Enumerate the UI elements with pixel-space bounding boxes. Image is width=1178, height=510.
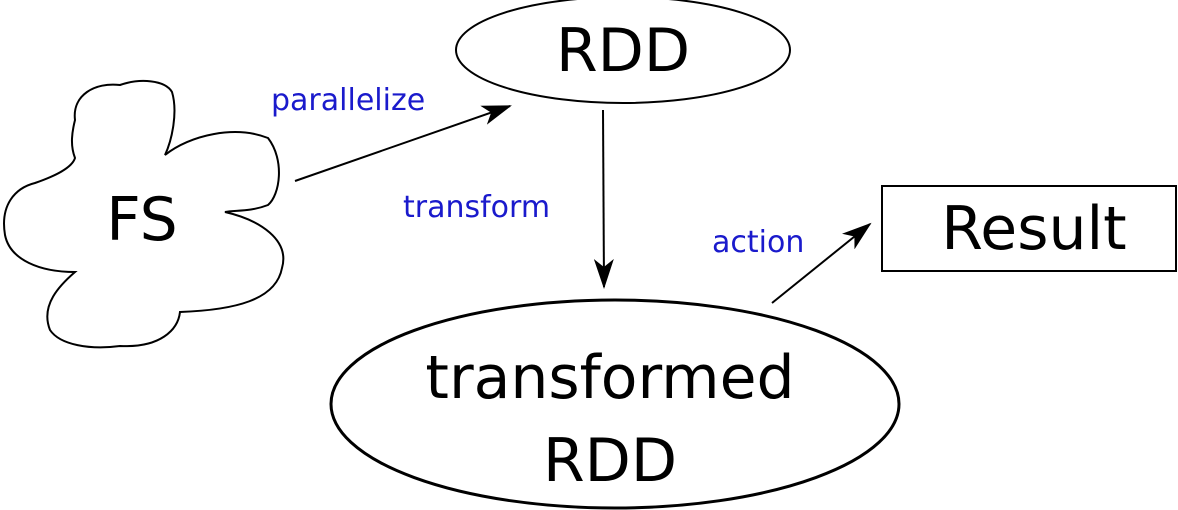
edge-action: action	[712, 222, 872, 304]
action-label: action	[712, 225, 804, 260]
transformed-rdd-node: transformed RDD	[329, 298, 901, 510]
result-box	[881, 185, 1177, 272]
transformed-rdd-label-line2: RDD	[543, 426, 677, 496]
edge-parallelize: parallelize	[271, 83, 512, 182]
rdd-node: RDD	[455, 0, 791, 104]
fs-cloud-shape	[3, 79, 285, 349]
fs-label: FS	[106, 185, 178, 255]
transform-label: transform	[403, 190, 550, 225]
result-label: Result	[941, 194, 1126, 264]
transformed-rdd-label-line1: transformed	[425, 343, 794, 413]
rdd-ellipse	[455, 0, 791, 104]
edge-transform: transform	[403, 109, 614, 289]
transformed-rdd-ellipse	[329, 298, 901, 510]
rdd-label: RDD	[556, 16, 690, 86]
parallelize-arrow	[294, 105, 512, 182]
result-node: Result	[881, 185, 1177, 272]
transform-arrow	[593, 109, 614, 289]
action-arrow	[771, 222, 872, 304]
fs-node: FS	[3, 79, 285, 349]
parallelize-label: parallelize	[271, 83, 425, 118]
